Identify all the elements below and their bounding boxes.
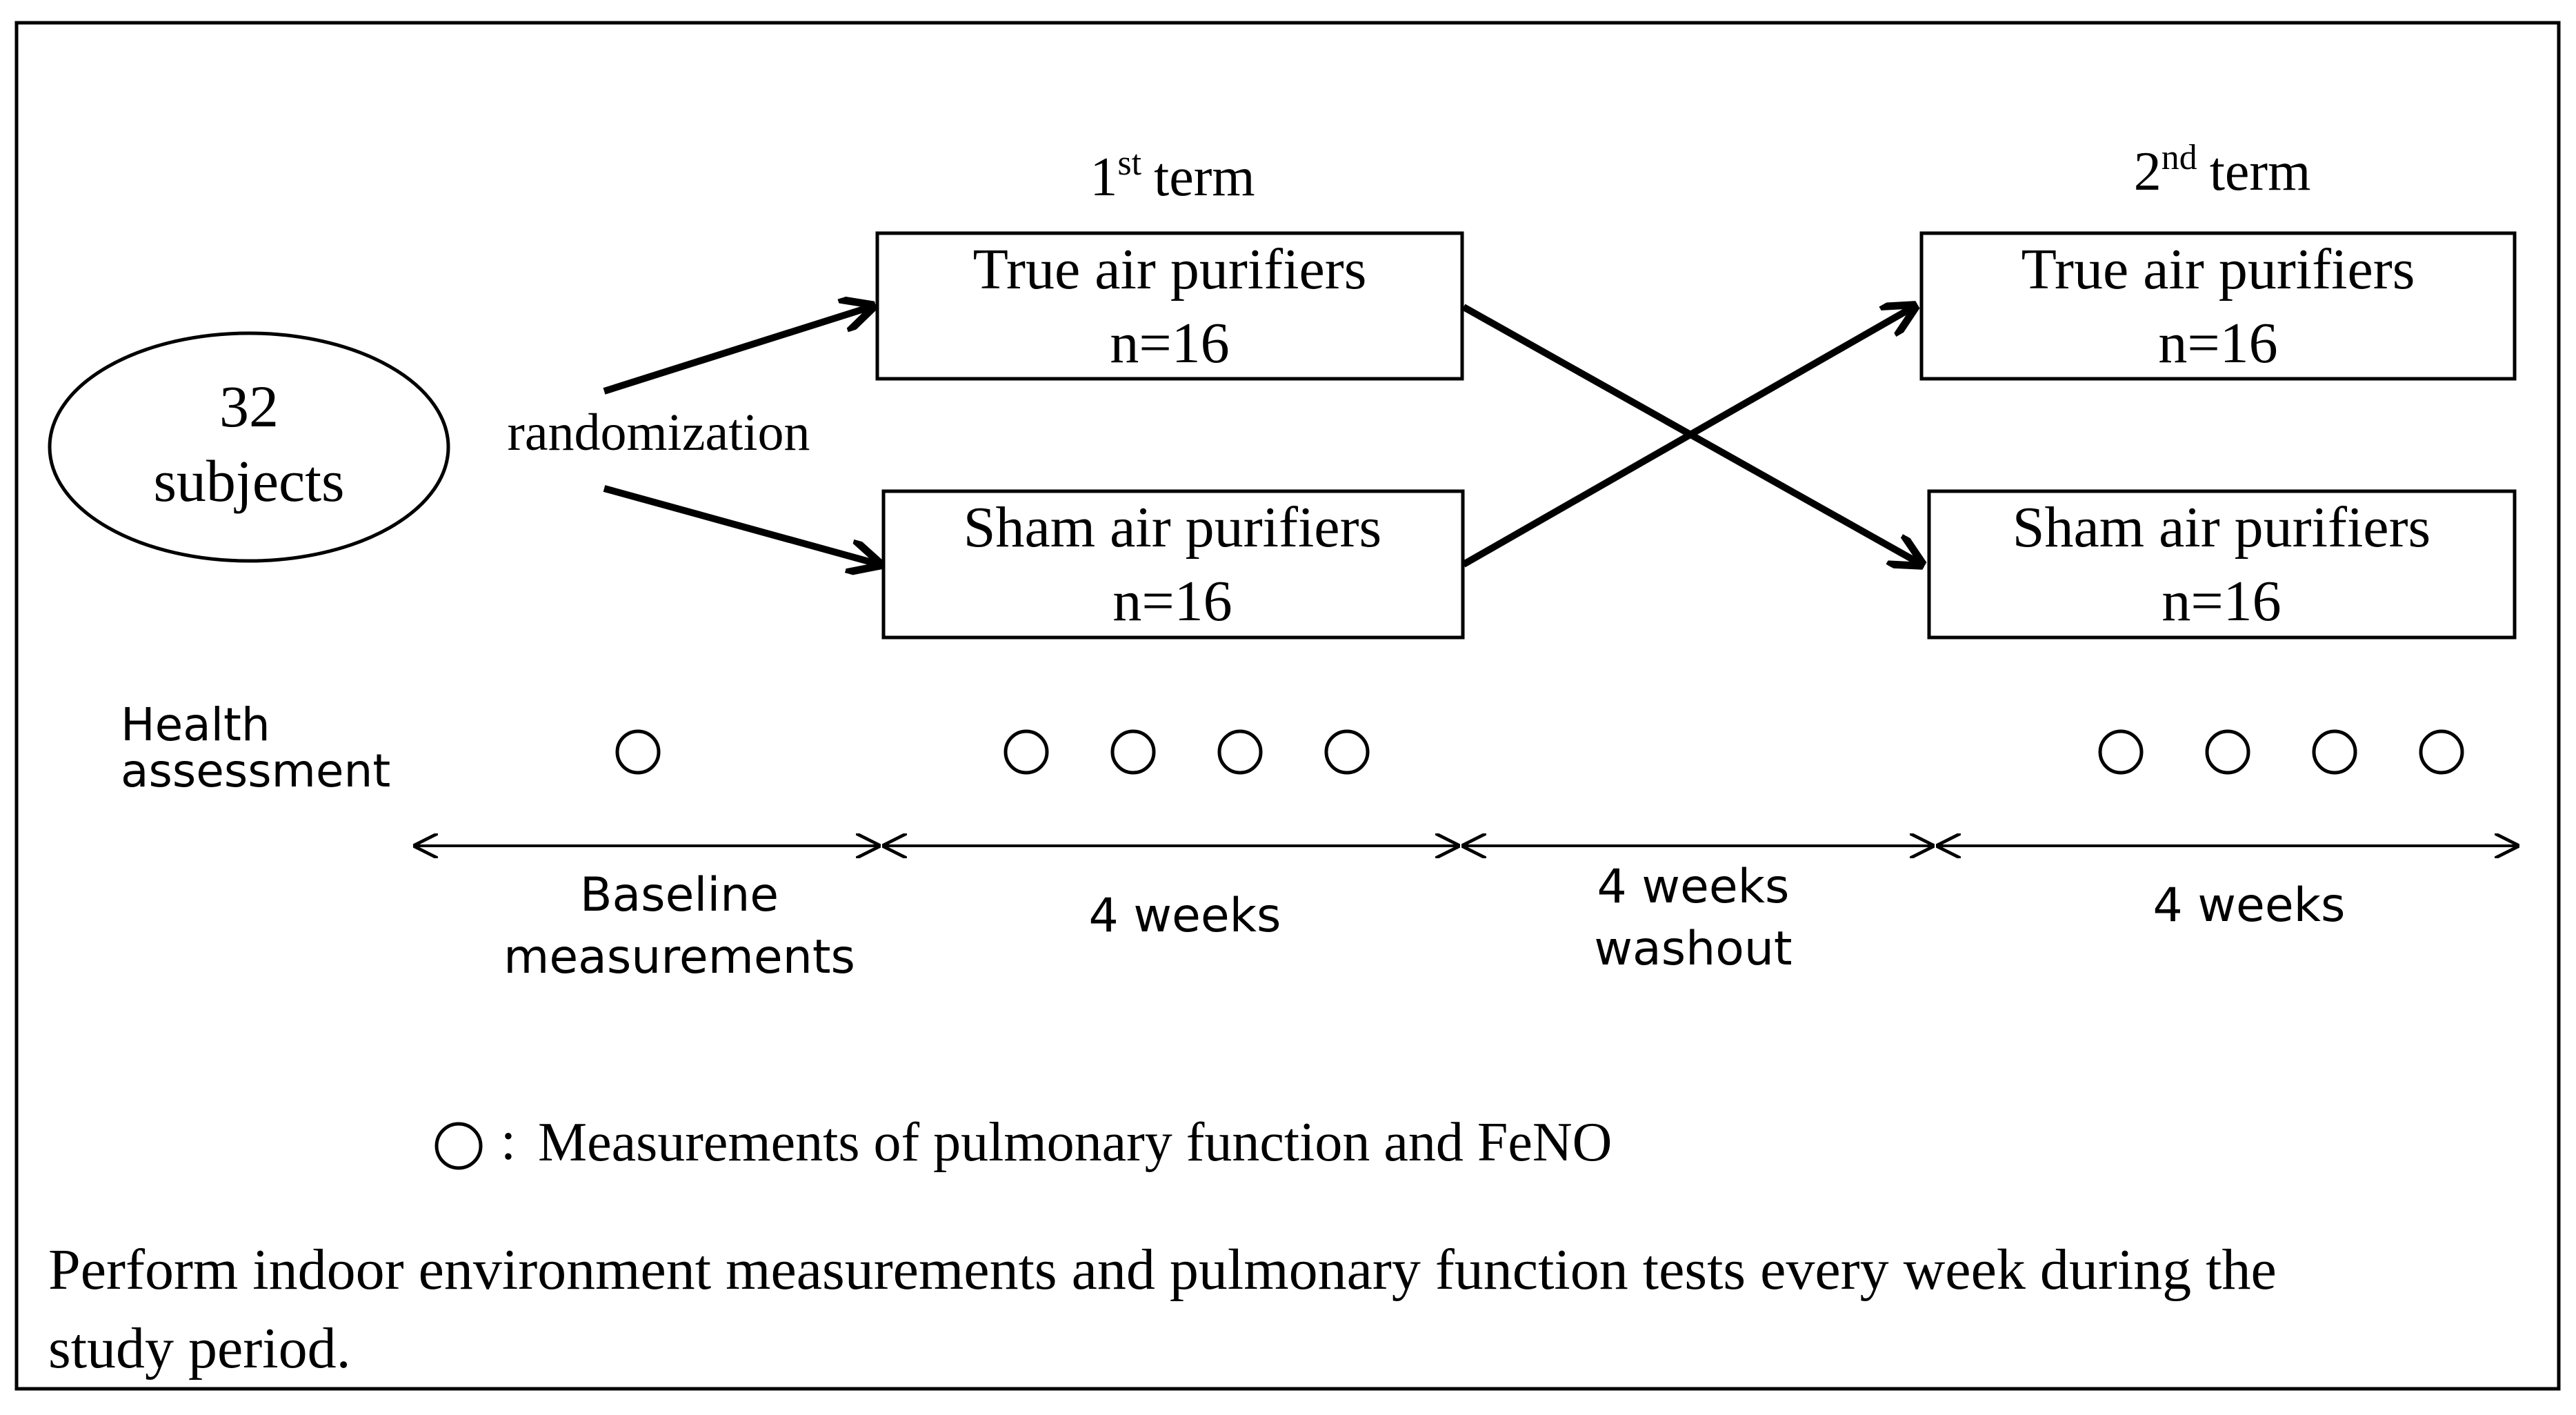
subjects-label: subjects: [153, 448, 344, 514]
term-1-sham-name: Sham air purifiers: [963, 495, 1382, 560]
health-assessment-label-line2: assessment: [121, 744, 390, 798]
term-2-true-n: n=16: [2158, 311, 2277, 375]
assessment-circle-term2-4: [2419, 729, 2464, 775]
term-2-true-name: True air purifiers: [2021, 237, 2415, 301]
legend-separator: :: [501, 1111, 516, 1171]
term-1-sham-box: Sham air purifiers n=16: [881, 489, 1465, 640]
assessment-circle-term1-4: [1324, 729, 1370, 775]
term-2-sham-n: n=16: [2161, 569, 2281, 633]
baseline-label-line2: measurements: [503, 930, 855, 984]
term2-duration-label: 4 weeks: [2153, 878, 2346, 933]
term-2-true-box: True air purifiers n=16: [1919, 231, 2517, 381]
subjects-ellipse: [48, 331, 450, 563]
term-2-sham-box: Sham air purifiers n=16: [1927, 489, 2517, 640]
legend-circle-icon: [435, 1122, 483, 1170]
term-1-suffix: st: [1117, 144, 1141, 183]
washout-label-line1: 4 weeks: [1597, 860, 1790, 914]
term-1-true-n: n=16: [1110, 311, 1229, 375]
term-1-sham-rect: [881, 489, 1465, 640]
term1-duration-label: 4 weeks: [1089, 889, 1281, 943]
subjects-count: 32: [219, 373, 279, 439]
footnote-line1: Perform indoor environment measurements …: [48, 1238, 2277, 1302]
assessment-circle-baseline-1: [615, 729, 661, 775]
term-1-sham-n: n=16: [1112, 569, 1232, 633]
term-2-suffix: nd: [2161, 138, 2197, 177]
assessment-circle-term1-1: [1004, 729, 1049, 775]
footnote-line2: study period.: [48, 1316, 351, 1381]
subjects-node: 32 subjects: [48, 331, 450, 563]
randomization-arrow-to-true: [603, 306, 872, 395]
baseline-label-line1: Baseline: [580, 868, 779, 922]
term-1-ordinal: 1: [1090, 147, 1117, 208]
legend: : Measurements of pulmonary function and…: [435, 1111, 1612, 1173]
assessment-circle-term2-1: [2098, 729, 2144, 775]
assessment-circle-term1-3: [1217, 729, 1263, 775]
figure-border: [14, 21, 2561, 1391]
crossover-arrow-sham-to-true: [1461, 306, 1915, 568]
term-1-true-box: True air purifiers n=16: [875, 231, 1464, 381]
term-1-true-rect: [875, 231, 1464, 381]
term-2-sham-name: Sham air purifiers: [2013, 495, 2431, 560]
randomization-label: randomization: [508, 404, 810, 462]
health-assessment-label-line1: Health: [121, 698, 270, 751]
assessment-circle-term2-3: [2312, 729, 2357, 775]
legend-text: Measurements of pulmonary function and F…: [538, 1112, 1612, 1173]
term-2-word: term: [2210, 141, 2311, 202]
term-1-word: term: [1154, 147, 1255, 208]
term-1-true-name: True air purifiers: [973, 237, 1367, 301]
assessment-circles: [615, 729, 2464, 775]
assessment-circle-term1-2: [1110, 729, 1156, 775]
randomization-arrow-to-sham: [603, 485, 879, 564]
washout-label-line2: washout: [1594, 922, 1792, 976]
term-2-ordinal: 2: [2134, 141, 2161, 202]
assessment-circle-term2-2: [2205, 729, 2250, 775]
